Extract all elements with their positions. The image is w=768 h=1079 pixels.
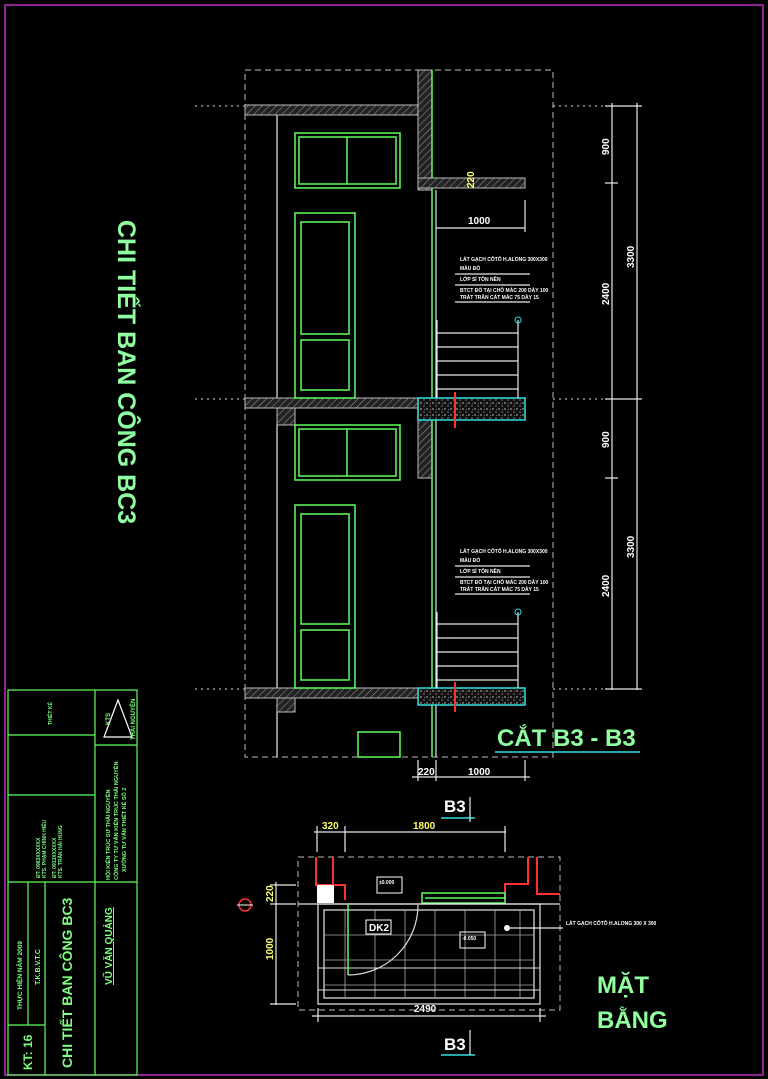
drawing-label: LÁT GẠCH CÔTÔ H.ALONG 300X300 bbox=[460, 255, 548, 263]
drawing-label: 1000 bbox=[265, 937, 276, 960]
year-line: THỰC HIỆN NĂM 2009 bbox=[15, 941, 24, 1010]
drawing-label: 2400 bbox=[601, 282, 612, 305]
drawing-label: BTCT ĐỔ TẠI CHỖ MÁC 200 DÀY 100 bbox=[460, 579, 548, 586]
drawing-title: CHI TIẾT BAN CÔNG BC3 bbox=[58, 897, 75, 1068]
code-line: T.K.B.V.T.C bbox=[35, 949, 42, 985]
drawing-label: LỚP SỈ TÔN NỀN bbox=[460, 567, 501, 575]
dim-canopy-small: 220 bbox=[466, 171, 477, 188]
drawing-label: 900 bbox=[601, 431, 612, 448]
plan-drawing: B3 320 1800 DK2 ±0.000 -0.050 LÁT GẠCH C… bbox=[237, 797, 657, 1056]
drawing-label: BTCT ĐỔ TẠI CHỖ MÁC 200 DÀY 100 bbox=[460, 287, 548, 294]
railing-lower bbox=[436, 608, 522, 688]
logo-text: KTS bbox=[106, 713, 112, 725]
drawing-label: MÀU ĐỎ bbox=[460, 265, 480, 272]
cut-mark-top: B3 bbox=[444, 797, 466, 816]
drawing-label: 2400 bbox=[601, 574, 612, 597]
plan-note: LÁT GẠCH CÔTÔ H.ALONG 300 X 300 bbox=[566, 919, 657, 927]
plan-title-line1: MẶT bbox=[597, 971, 649, 999]
drawing-label: LÁT GẠCH CÔTÔ H.ALONG 300X300 bbox=[460, 547, 548, 555]
section-title: CẮT B3 - B3 bbox=[497, 724, 636, 752]
sheet-number: KT: 16 bbox=[21, 1034, 35, 1070]
door-tag: DK2 bbox=[369, 923, 389, 934]
drawing-label: KTS. TRẦN HẢI HÙNG bbox=[57, 825, 64, 878]
owner-name: VŨ VĂN QUẢNG bbox=[102, 907, 115, 985]
logo-sub: THÁI NGUYÊN bbox=[129, 699, 137, 740]
drawing-label: 3300 bbox=[626, 245, 637, 268]
dims-right: 900 2400 3300 900 2400 3300 bbox=[601, 103, 642, 690]
drawing-label: CÔNG TY TƯ VẤN KIẾN TRÚC THÁI NGUYÊN bbox=[112, 762, 120, 880]
drawing-label: 3300 bbox=[626, 535, 637, 558]
drawing-label: MÀU ĐỎ bbox=[460, 557, 480, 564]
drawing-label: 320 bbox=[322, 821, 339, 832]
title-block bbox=[7, 689, 138, 1076]
main-title: CHI TIẾT BAN CÔNG BC3 bbox=[112, 220, 142, 524]
drawing-label: ĐT: 0913XXXXXX bbox=[52, 837, 58, 878]
drawing-label: 2490 bbox=[414, 1004, 437, 1015]
plan-title-line2: BẰNG bbox=[597, 1006, 668, 1034]
dim-bottom-1000: 1000 bbox=[468, 767, 491, 778]
drawing-label: ĐT: 0983XXXXXX bbox=[36, 837, 42, 878]
drawing-label: XƯỞNG TƯ VẤN THIẾT KẾ SỐ 2 bbox=[121, 788, 128, 872]
drawing-label: HỘI KIẾN TRÚC SƯ THÁI NGUYÊN bbox=[104, 790, 112, 880]
dim-bottom-220: 220 bbox=[418, 767, 435, 778]
drawing-label: ±0.000 bbox=[379, 880, 394, 886]
drawing-label: TRÁT TRẦN CÁT MÁC 75 DÀY 15 bbox=[460, 586, 539, 593]
drawing-label: 900 bbox=[601, 138, 612, 155]
drawing-label: 220 bbox=[265, 885, 276, 902]
drawing-label: LỚP SỈ TÔN NỀN bbox=[460, 275, 501, 283]
designer-label: THIẾT KẾ bbox=[47, 702, 54, 725]
drawing-label: -0.050 bbox=[462, 936, 476, 942]
dim-canopy: 1000 bbox=[468, 216, 491, 227]
section-drawing: 1000 220 LÁT GẠCH CÔTÔ H.ALONG 300X300MÀ… bbox=[195, 69, 642, 781]
drawing-label: TRÁT TRẦN CÁT MÁC 75 DÀY 15 bbox=[460, 294, 539, 301]
railing-upper bbox=[436, 316, 522, 398]
sheet-frame bbox=[4, 4, 764, 1076]
drawing-label: KTS. PHẠM CHÍNH HIẾU bbox=[40, 820, 48, 878]
cut-mark-bottom: B3 bbox=[444, 1035, 466, 1054]
drawing-label: 1800 bbox=[413, 821, 436, 832]
